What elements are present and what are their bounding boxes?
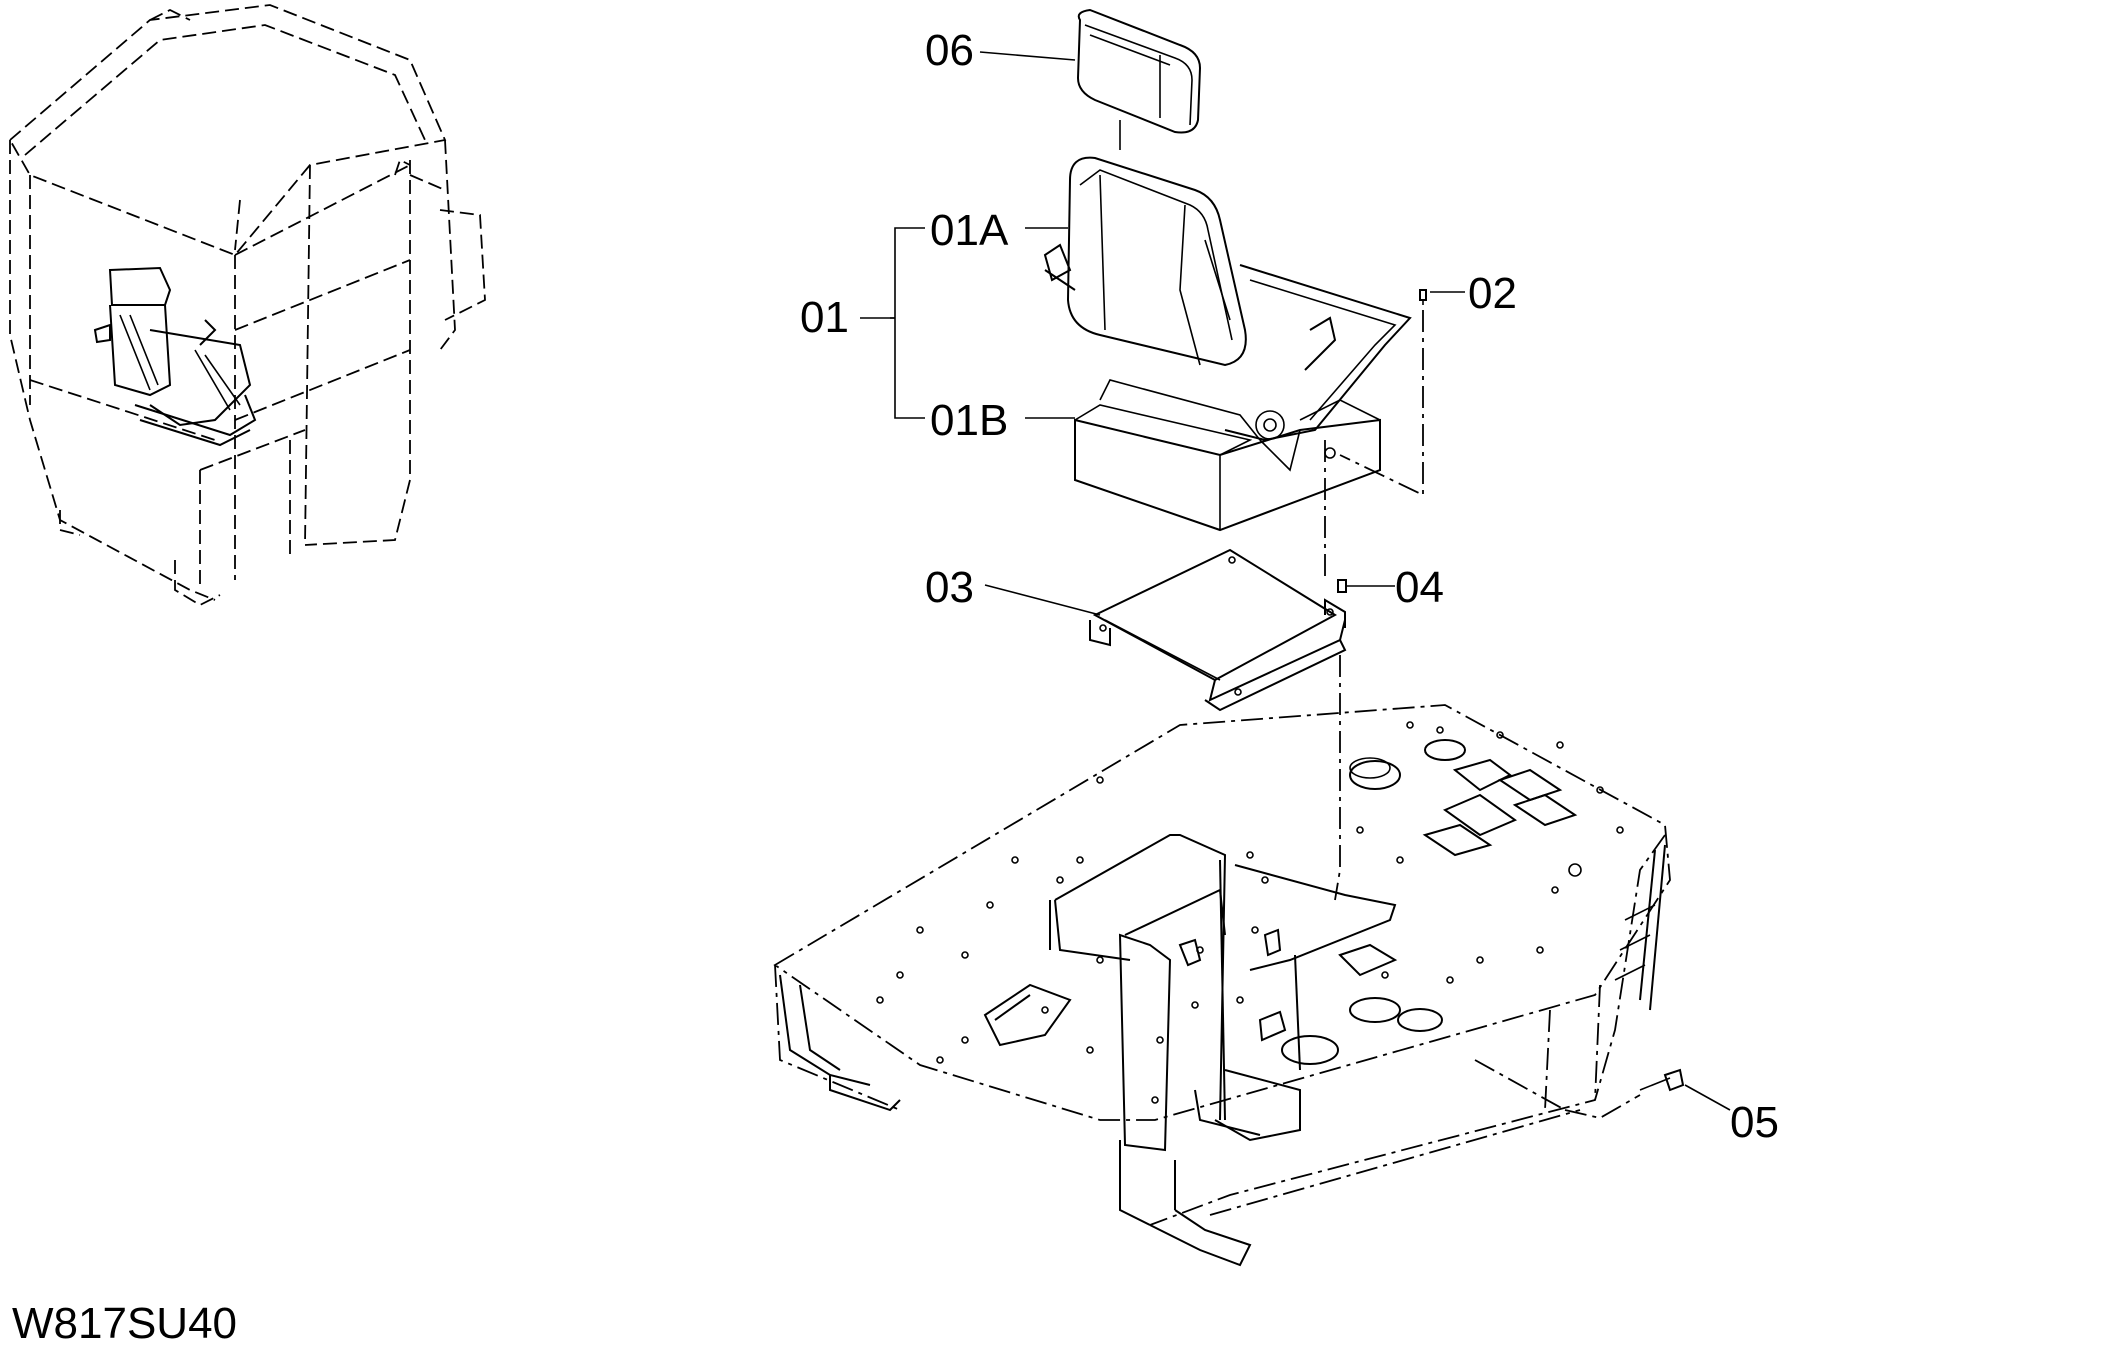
figure-code: W817SU40 bbox=[12, 1299, 237, 1348]
bolt-05-icon bbox=[1639, 1068, 1685, 1092]
callout-leaders bbox=[860, 51, 1731, 1111]
bolt-02-icon bbox=[1419, 289, 1427, 305]
floor-holes bbox=[876, 721, 1624, 1104]
callout-01A: 01A bbox=[930, 206, 1009, 255]
bolt-02-guide bbox=[1339, 310, 1424, 497]
operator-seat-icon bbox=[1043, 156, 1412, 532]
cab-seat-icon bbox=[93, 266, 257, 447]
bolt-05-guide bbox=[1564, 1094, 1641, 1119]
seat-mount-plate-icon bbox=[1089, 548, 1347, 712]
floor-frame-icon bbox=[773, 704, 1671, 1267]
callout-02: 02 bbox=[1468, 269, 1517, 318]
headrest-icon bbox=[1076, 8, 1202, 134]
callout-01B: 01B bbox=[930, 396, 1008, 445]
callout-01: 01 bbox=[800, 293, 849, 342]
plate-floor-guide bbox=[1334, 655, 1341, 901]
bolt-04-icon bbox=[1337, 579, 1347, 593]
callout-05: 05 bbox=[1730, 1098, 1779, 1147]
cab-outline-icon bbox=[8, 4, 486, 607]
callout-04: 04 bbox=[1395, 563, 1444, 612]
callout-06: 06 bbox=[925, 26, 974, 75]
callout-03: 03 bbox=[925, 563, 974, 612]
